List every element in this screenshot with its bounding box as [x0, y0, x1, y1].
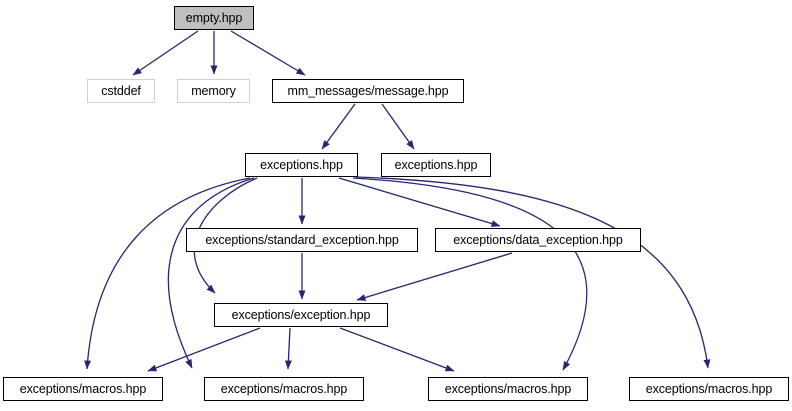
- node-label: empty.hpp: [185, 10, 243, 25]
- node-label: cstddef: [101, 83, 141, 98]
- edge-exceptions-to-macros-4: [355, 176, 711, 369]
- edge-exceptions-to-macros-1: [84, 177, 251, 370]
- edge-message-to-exceptions-left: [321, 103, 356, 150]
- edge-empty-to-message: [230, 30, 306, 76]
- edge-empty-to-cstddef: [132, 30, 199, 76]
- node-exceptions-macros-hpp-4[interactable]: exceptions/macros.hpp: [629, 377, 789, 401]
- node-label: memory: [191, 83, 236, 98]
- node-mm-messages-message-hpp[interactable]: mm_messages/message.hpp: [272, 79, 464, 103]
- node-label: exceptions/macros.hpp: [19, 381, 147, 396]
- node-exceptions-macros-hpp-3[interactable]: exceptions/macros.hpp: [428, 377, 588, 401]
- node-exceptions-hpp-left[interactable]: exceptions.hpp: [245, 153, 358, 177]
- node-exceptions-macros-hpp-2[interactable]: exceptions/macros.hpp: [204, 377, 364, 401]
- node-exceptions-standard-exception-hpp[interactable]: exceptions/standard_exception.hpp: [186, 228, 418, 252]
- node-exceptions-hpp-right[interactable]: exceptions.hpp: [381, 153, 491, 177]
- node-label: exceptions/data_exception.hpp: [453, 232, 623, 247]
- node-label: exceptions/standard_exception.hpp: [205, 232, 399, 247]
- node-label: exceptions/macros.hpp: [645, 381, 773, 396]
- node-empty-hpp[interactable]: empty.hpp: [174, 6, 254, 30]
- node-label: exceptions/macros.hpp: [220, 381, 348, 396]
- edge-message-to-exceptions-right: [381, 103, 415, 150]
- node-exceptions-exception-hpp[interactable]: exceptions/exception.hpp: [214, 303, 388, 327]
- edge-exceptions-to-data-exception: [338, 177, 501, 227]
- node-memory[interactable]: memory: [177, 79, 250, 103]
- node-label: exceptions/macros.hpp: [444, 381, 572, 396]
- node-label: exceptions.hpp: [394, 157, 478, 172]
- node-label: mm_messages/message.hpp: [287, 83, 449, 98]
- node-label: exceptions/exception.hpp: [231, 307, 371, 322]
- edge-exception-to-macros-2: [284, 327, 292, 370]
- edge-exception-to-macros-1: [147, 327, 261, 372]
- edge-data-exception-to-exception: [356, 252, 513, 301]
- edge-exceptions-to-macros-3: [352, 177, 588, 371]
- edge-exception-to-macros-3: [339, 327, 455, 372]
- node-exceptions-data-exception-hpp[interactable]: exceptions/data_exception.hpp: [435, 228, 641, 252]
- node-label: exceptions.hpp: [260, 157, 343, 172]
- node-exceptions-macros-hpp-1[interactable]: exceptions/macros.hpp: [3, 377, 163, 401]
- edge-exceptions-to-macros-2: [167, 177, 255, 369]
- edge-exceptions-to-exception: [193, 177, 258, 294]
- node-cstddef[interactable]: cstddef: [87, 79, 155, 103]
